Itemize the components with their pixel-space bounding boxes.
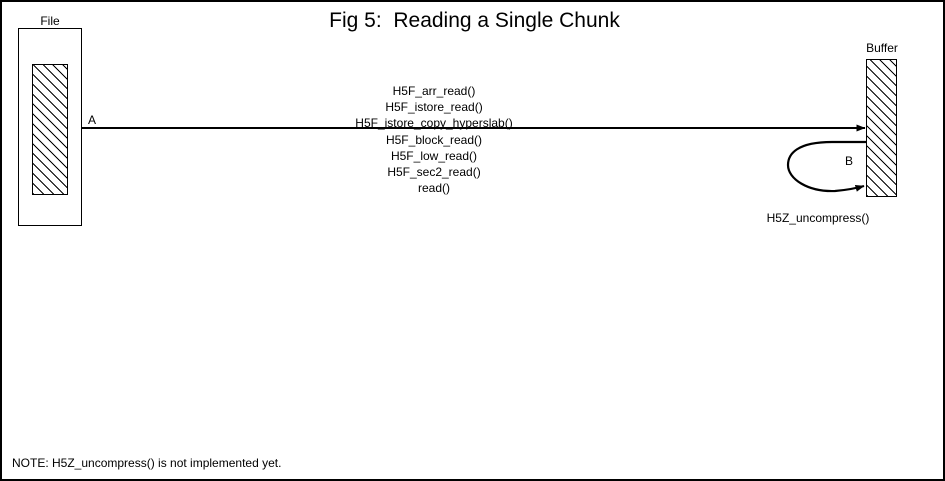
- file-chunk-hatched-block: [32, 64, 68, 195]
- buffer-node-hatched-box: [866, 59, 897, 197]
- call-stack-item: H5F_sec2_read(): [387, 165, 481, 180]
- figure-note: NOTE: H5Z_uncompress() is not implemente…: [12, 456, 282, 470]
- uncompress-loop-arrow: [786, 140, 866, 193]
- call-stack-item: read(): [417, 181, 450, 196]
- buffer-node-label: Buffer: [866, 41, 898, 55]
- call-stack-item: H5F_arr_read(): [392, 84, 476, 98]
- call-stack-item: H5F_low_read(): [390, 148, 478, 163]
- uncompress-caption: H5Z_uncompress(): [766, 211, 870, 225]
- call-stack-item: H5F_istore_read(): [385, 100, 483, 115]
- edge-label-a: A: [88, 113, 97, 127]
- edge-label-b: B: [845, 154, 854, 168]
- call-stack-item: H5F_block_read(): [385, 132, 483, 147]
- file-node-label: File: [40, 14, 60, 28]
- call-stack-list: H5F_arr_read() H5F_istore_read() H5F_ist…: [314, 83, 554, 196]
- call-stack-item: H5F_istore_copy_hyperslab(): [355, 116, 513, 131]
- figure-title: Fig 5: Reading a Single Chunk: [329, 9, 620, 32]
